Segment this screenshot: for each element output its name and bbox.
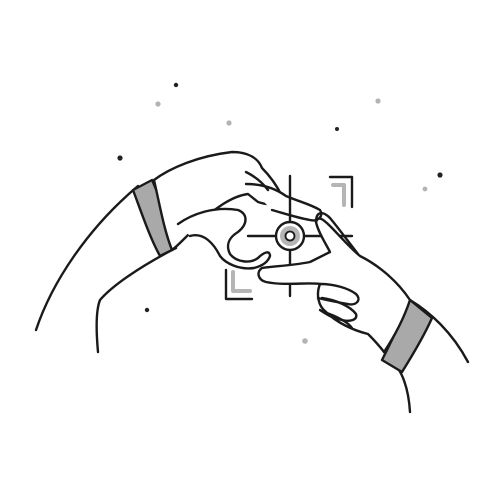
dot-light: [422, 186, 428, 192]
sparkle-dots: [117, 82, 443, 344]
left-thumb: [176, 207, 272, 270]
dot-dark: [335, 127, 339, 131]
dot-dark: [437, 172, 443, 178]
dot-light: [226, 120, 232, 126]
dot-light: [375, 98, 381, 104]
right-finger-3: [322, 310, 354, 330]
crosshair-icon: [246, 174, 354, 298]
corner-top-right: [328, 175, 354, 209]
dot-dark: [173, 82, 179, 88]
dot-light: [302, 338, 308, 344]
dot-dark: [144, 307, 150, 313]
right-hand: [257, 211, 470, 414]
left-knuckle-line: [244, 170, 270, 192]
right-index-finger: [314, 211, 360, 256]
dot-dark: [117, 155, 123, 161]
corner-bottom-left: [224, 268, 254, 301]
crosshair-center: [284, 230, 296, 242]
right-finger-2: [318, 296, 358, 322]
corner-top-right-shade: [331, 183, 346, 207]
left-index-finger: [244, 182, 323, 222]
viewfinder-corner-icon: [224, 175, 354, 301]
corner-bottom-left-shade: [231, 270, 252, 293]
left-hand: [34, 150, 323, 354]
dot-light: [155, 101, 161, 107]
left-sleeve: [34, 184, 174, 354]
